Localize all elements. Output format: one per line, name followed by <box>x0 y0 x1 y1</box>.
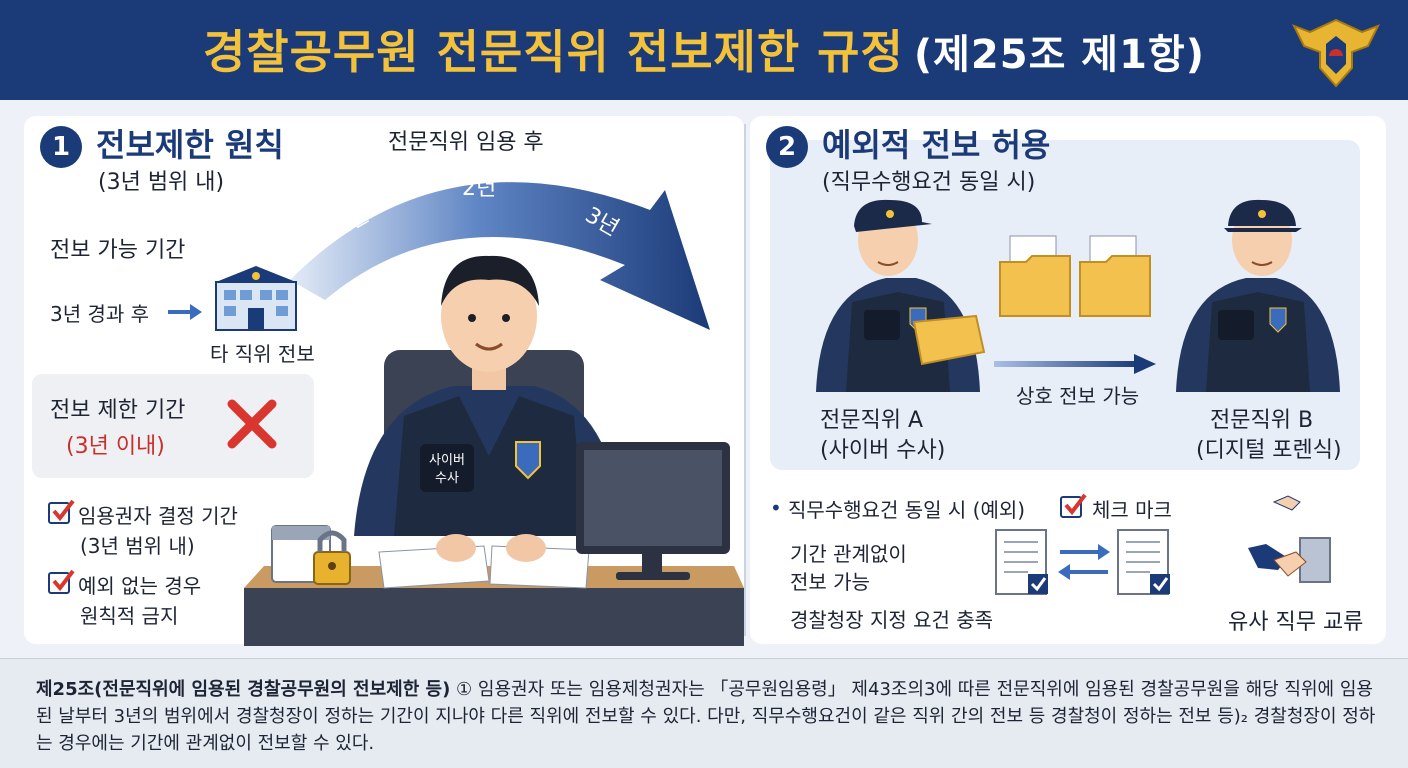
mutual-arrow-icon <box>994 354 1156 374</box>
page-title: 경찰공무원 전문직위 전보제한 규정(제25조 제1항) <box>0 16 1408 82</box>
title-sub: (제25조 제1항) <box>913 32 1206 78</box>
check-item-2-line1: 예외 없는 경우 <box>78 574 202 598</box>
arc-step-2: 2년 <box>462 176 497 201</box>
restrict-subtitle: (3년 이내) <box>66 434 165 459</box>
section-title-left: 전보제한 원칙 <box>96 126 284 164</box>
arrow-right-icon <box>168 304 202 320</box>
folder-icon <box>999 235 1151 317</box>
transfer-period-label: 전보 가능 기간 <box>50 238 186 263</box>
commissioner-requirement: 경찰청장 지정 요건 충족 <box>790 608 994 632</box>
section-subtitle-left: (3년 범위 내) <box>98 170 225 195</box>
arc-label: 전문직위 임용 후 <box>388 130 544 155</box>
timeline-arc-arrow <box>290 182 710 330</box>
similar-exchange-label: 유사 직무 교류 <box>1228 610 1364 635</box>
position-a-sub: (사이버 수사) <box>820 438 946 463</box>
after-3-years-label: 3년 경과 후 <box>50 302 150 326</box>
handshake-icon <box>1248 495 1331 583</box>
cross-icon <box>227 399 277 449</box>
checkbox-icon <box>48 499 75 524</box>
position-a-label: 전문직위 A <box>820 408 924 433</box>
officer-at-desk-illustration: 사이버 수사 <box>244 255 744 646</box>
restrict-period-box <box>32 374 314 478</box>
officer-b-illustration <box>1176 199 1340 392</box>
position-b-label: 전문직위 B <box>1210 408 1314 433</box>
position-b-sub: (디지털 포렌식) <box>1196 438 1342 463</box>
header-banner <box>0 0 1408 100</box>
officer-a-illustration <box>816 199 986 392</box>
article-body: ① 임용권자 또는 임용제청권자는 「공무원임용령」 제43조의3에 따른 전문… <box>36 679 1376 754</box>
panel-divider <box>744 124 746 636</box>
svg-text:사이버: 사이버 <box>429 453 465 468</box>
check-item-1-line1: 임용권자 결정 기간 <box>78 504 238 528</box>
checkbox-icon <box>1060 493 1087 518</box>
exception-bullet: 직무수행요건 동일 시 (예외) <box>788 498 1026 522</box>
check-item-1-line2: (3년 범위 내) <box>80 534 195 558</box>
section-subtitle-right: (직무수행요건 동일 시) <box>822 170 1036 195</box>
section-number-1: 1 <box>40 126 82 168</box>
bullet-dot: • <box>770 496 782 520</box>
no-period-line2: 전보 가능 <box>790 570 870 594</box>
no-period-line1: 기간 관계없이 <box>790 542 907 566</box>
mutual-transfer-label: 상호 전보 가능 <box>1016 384 1140 408</box>
section-number-2: 2 <box>766 126 808 168</box>
restrict-title: 전보 제한 기간 <box>50 398 186 423</box>
section-title-right: 예외적 전보 허용 <box>822 126 1051 164</box>
check-mark-label: 체크 마크 <box>1092 498 1172 522</box>
footer-legal-text-area <box>0 658 1408 768</box>
police-station-icon <box>215 266 297 331</box>
checkbox-icon <box>48 569 75 594</box>
svg-text:수사: 수사 <box>435 471 459 486</box>
check-item-2-line2: 원칙적 금지 <box>80 604 179 628</box>
footer-legal-text: 제25조(전문직위에 임용된 경찰공무원의 전보제한 등) ① 임용권자 또는 … <box>36 676 1386 757</box>
title-main: 경찰공무원 전문직위 전보제한 규정 <box>202 25 904 79</box>
document-exchange-icon <box>995 529 1170 595</box>
police-emblem-icon <box>1291 18 1381 88</box>
transfer-other-label: 타 직위 전보 <box>210 342 315 366</box>
article-title: 제25조(전문직위에 임용된 경찰공무원의 전보제한 등) <box>36 679 451 700</box>
